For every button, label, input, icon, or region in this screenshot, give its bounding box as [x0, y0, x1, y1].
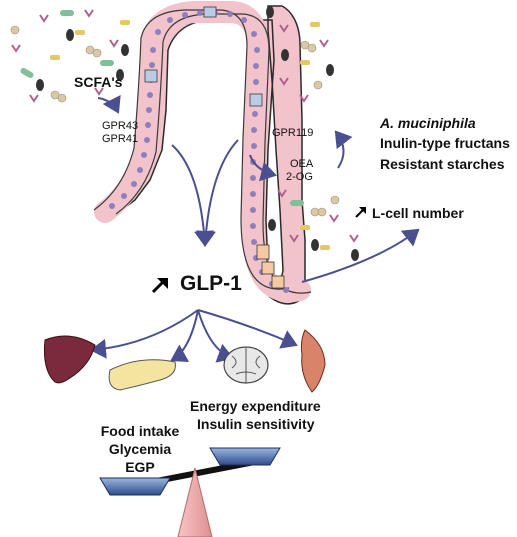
glp1-label: GLP-1 — [180, 272, 242, 295]
glycemia-label: Glycemia — [108, 441, 172, 457]
balance-scale — [99, 447, 281, 537]
gut-epithelium — [93, 1, 312, 305]
l-cells — [256, 244, 285, 289]
starches-label: Resistant starches — [380, 156, 505, 172]
brain-icon — [223, 346, 269, 384]
pancreas-icon — [108, 359, 176, 391]
pathway-arrows — [90, 95, 420, 363]
muciniphila-label: A. muciniphila — [380, 115, 476, 131]
liver-icon — [44, 335, 96, 384]
increase-arrow-icon — [151, 207, 366, 294]
gpr41-label: GPR41 — [102, 133, 139, 145]
oea-label: OEA — [290, 158, 314, 170]
scfa-label: SCFA's — [74, 74, 123, 90]
inulin-label: Inulin-type fructans — [380, 135, 510, 151]
muscle-icon — [300, 329, 326, 393]
gpr43-label: GPR43 — [102, 120, 139, 132]
bacteria-icon — [10, 6, 359, 261]
2og-label: 2-OG — [286, 171, 313, 183]
insulin-sensitivity-label: Insulin sensitivity — [197, 416, 315, 432]
energy-expenditure-label: Energy expenditure — [190, 398, 321, 414]
cell-nuclei — [109, 10, 289, 293]
gpr119-label: GPR119 — [272, 127, 314, 139]
food-intake-label: Food intake — [100, 423, 180, 439]
lcell-number-label: L-cell number — [372, 205, 464, 221]
egp-label: EGP — [125, 459, 155, 475]
